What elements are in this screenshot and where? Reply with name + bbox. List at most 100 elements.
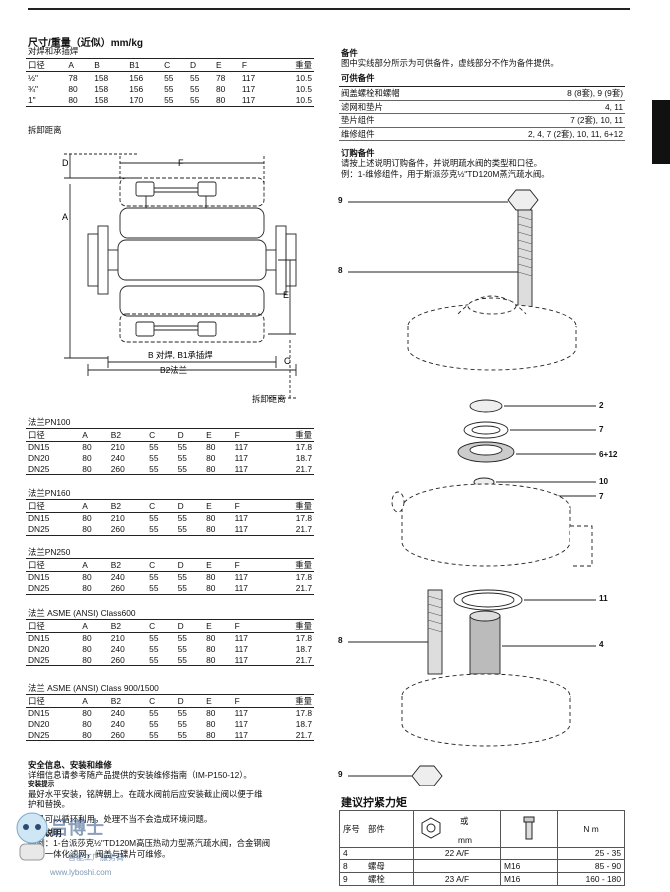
flange-header-cell: E — [204, 428, 233, 442]
safety-line-2: 最好水平安装，铭牌朝上。在疏水阀前后应安装截止阀以便于维 — [28, 788, 263, 799]
flange-cell: 21.7 — [269, 523, 314, 536]
spares-desc: 图中实线部分所示为可供备件，虚线部分不作为备件提供。 — [341, 58, 559, 69]
flange-cell: 55 — [147, 463, 176, 476]
dimension-cell: 158 — [94, 72, 109, 83]
watermark-tagline: 智能工厂服务商 — [68, 853, 124, 862]
callout-6-12: 6+12 — [599, 450, 618, 459]
flange-table-title: 法兰PN250 — [28, 547, 71, 557]
flange-cell: 80 — [80, 729, 109, 742]
flange-table-caption-row: 法兰 ASME (ANSI) Class600 — [26, 607, 314, 620]
flange-header-cell: D — [175, 428, 205, 442]
flange-cell: 21.7 — [269, 582, 314, 595]
flange-cell: 80 — [82, 442, 92, 453]
flange-cell: DN25 — [26, 582, 81, 595]
spares-part-name: 阀盖螺栓和螺帽 — [339, 86, 450, 101]
flange-table-title: 法兰 ASME (ANSI) Class600 — [28, 608, 136, 618]
callout-9-top: 9 — [338, 196, 343, 205]
flange-header-cell: 重量 — [269, 428, 314, 442]
watermark-brand: 吕博士 — [50, 818, 104, 838]
flange-cell: 117 — [234, 453, 248, 464]
flange-header-cell: B2 — [108, 428, 148, 442]
dimension-cell: 156 — [129, 84, 144, 95]
flange-header-cell: D — [175, 499, 205, 513]
flange-header-cell: F — [232, 499, 270, 513]
section-tab-marker — [652, 100, 670, 164]
dimension-header-cell: 重量 — [273, 58, 314, 72]
flange-cell: 55 — [147, 654, 176, 667]
dimension-cell: 80 — [66, 94, 93, 108]
flange-table-title: 法兰 ASME (ANSI) Class 900/1500 — [28, 683, 159, 693]
flange-header-cell: A — [80, 694, 109, 708]
dimension-cell: 117 — [241, 72, 256, 83]
flange-cell: 17.8 — [295, 513, 312, 524]
flange-header-cell: 重量 — [269, 619, 314, 633]
flange-header-cell: E — [204, 694, 233, 708]
torque-no: 8 — [339, 858, 365, 873]
flange-header-cell: B2 — [108, 619, 148, 633]
flange-header-cell: 重量 — [269, 499, 314, 513]
torque-af — [413, 858, 501, 873]
callout-8-lower: 8 — [338, 636, 343, 645]
flange-cell: 55 — [149, 453, 159, 464]
flange-cell: DN20 — [28, 453, 50, 464]
flange-cell: 80 — [206, 708, 216, 719]
torque-title: 建议拧紧力矩 — [341, 797, 407, 809]
torque-thread: M16 — [500, 858, 558, 873]
flange-cell: 117 — [234, 572, 248, 583]
dimension-cell: 117 — [239, 94, 274, 108]
order-line-2: 体，一体化滤网，阀盖与碟片可维修。 — [28, 848, 171, 859]
flange-cell: 260 — [108, 582, 148, 595]
flange-cell: 55 — [149, 442, 159, 453]
flange-cell: 80 — [206, 572, 216, 583]
flange-cell: 80 — [82, 719, 92, 730]
flange-header-cell: E — [204, 499, 233, 513]
flange-cell: DN25 — [26, 729, 81, 742]
flange-cell: 80 — [206, 644, 216, 655]
safety-line-3: 护和替换。 — [28, 799, 70, 810]
safety-line-1: 详细信息请参考随产品提供的安装维修指南（IM-P150-12）。 — [28, 770, 252, 781]
torque-part — [365, 847, 414, 860]
watermark-url: www.lyboshi.com — [50, 868, 112, 877]
flange-cell: 80 — [206, 442, 216, 453]
flange-cell: 80 — [206, 453, 216, 464]
dimension-cell: 55 — [164, 84, 174, 95]
spares-part-name: 垫片组件 — [339, 113, 450, 128]
dimension-header-cell: C — [162, 58, 189, 72]
flange-cell: 55 — [149, 513, 159, 524]
flange-cell: 21.7 — [269, 729, 314, 742]
flange-cell: 55 — [147, 729, 176, 742]
flange-cell: 117 — [232, 463, 270, 476]
flange-cell: 117 — [234, 719, 248, 730]
flange-cell: 55 — [177, 644, 187, 655]
dimension-cell: 55 — [190, 84, 200, 95]
trap-dimension-drawing: D A F E C B 对焊, B1承插焊 B2法兰 — [62, 153, 297, 399]
flange-header-cell: C — [147, 428, 176, 442]
flange-cell: 80 — [204, 463, 233, 476]
flange-cell: 240 — [110, 572, 125, 583]
flange-header-cell: B2 — [108, 558, 148, 572]
flange-header-cell: F — [232, 558, 270, 572]
torque-no: 9 — [339, 871, 365, 886]
flange-header-cell: D — [175, 619, 205, 633]
flange-header-cell: 重量 — [269, 558, 314, 572]
flange-cell: DN15 — [28, 708, 50, 719]
